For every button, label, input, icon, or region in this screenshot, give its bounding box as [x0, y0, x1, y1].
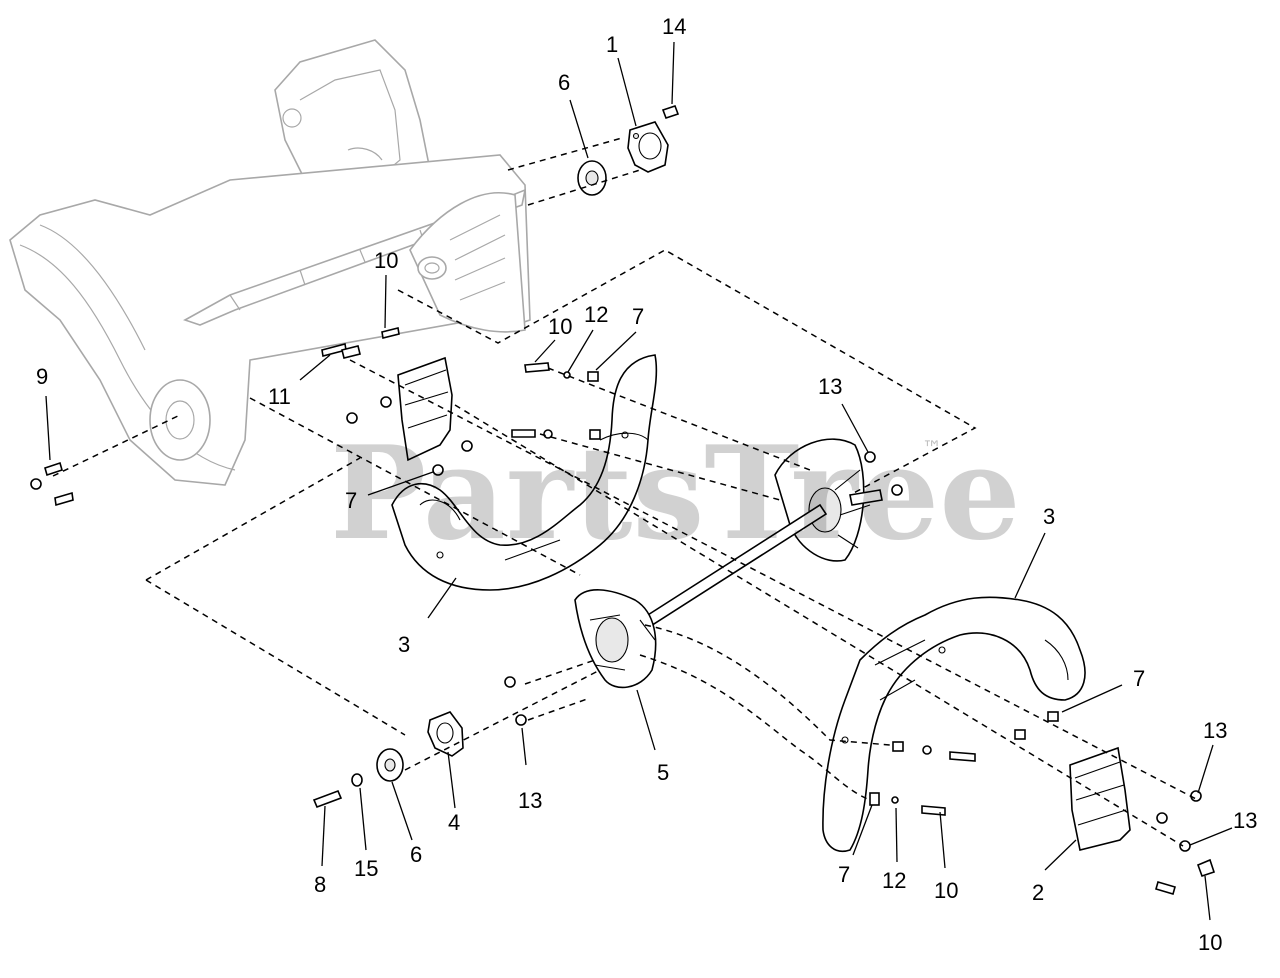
callout-6: 6 [558, 70, 570, 95]
auger-spiral-right [822, 596, 1086, 852]
shave-plate-left [397, 356, 453, 462]
bearing-6-lower [376, 748, 404, 782]
callout-7: 7 [345, 488, 357, 513]
leader-lines [45, 41, 1233, 921]
callout-15: 15 [354, 856, 378, 881]
callout-11: 11 [268, 384, 291, 409]
washer-15 [351, 773, 363, 787]
callout-2: 2 [1032, 880, 1044, 905]
fasteners [30, 327, 1216, 895]
callout-10: 10 [1198, 930, 1222, 955]
shave-plate-right [1069, 746, 1131, 851]
callout-8: 8 [314, 872, 326, 897]
callout-12: 12 [584, 302, 608, 327]
callout-3: 3 [398, 632, 410, 657]
auger-housing-frame [9, 39, 531, 486]
callouts: 1 14 6 10 10 12 7 9 11 13 7 3 3 7 13 13 … [36, 14, 1257, 955]
svg-text:™: ™ [922, 436, 942, 460]
callout-13: 13 [518, 788, 542, 813]
callout-14: 14 [662, 14, 686, 39]
callout-13: 13 [1203, 718, 1227, 743]
callout-1: 1 [606, 32, 618, 57]
bearing-top [577, 160, 607, 196]
callout-4: 4 [448, 810, 460, 835]
auger-hub-left [574, 589, 657, 689]
callout-6: 6 [410, 842, 422, 867]
callout-7: 7 [838, 862, 850, 887]
bolt-14 [661, 104, 680, 120]
callout-10: 10 [374, 248, 398, 273]
callout-13: 13 [1233, 808, 1257, 833]
callout-5: 5 [657, 760, 669, 785]
callout-7: 7 [632, 304, 644, 329]
callout-10: 10 [548, 314, 572, 339]
callout-3: 3 [1043, 504, 1055, 529]
watermark: PartsTree ™ [330, 419, 1021, 569]
svg-text:PartsTree: PartsTree [330, 419, 1021, 569]
callout-12: 12 [882, 868, 906, 893]
bearing-flange-top [627, 121, 669, 173]
bolt-8 [312, 789, 343, 809]
callout-7: 7 [1133, 666, 1145, 691]
callout-9: 9 [36, 364, 48, 389]
callout-13: 13 [818, 374, 842, 399]
assembly-lines [52, 137, 1199, 847]
callout-10: 10 [934, 878, 958, 903]
